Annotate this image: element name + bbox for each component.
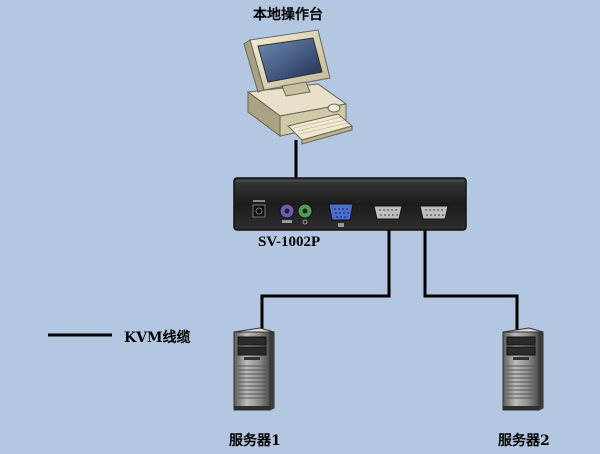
cpu-port-1-icon xyxy=(373,205,403,220)
server-1-tower-icon xyxy=(233,327,275,411)
server-1-label: 服务器1 xyxy=(229,433,281,449)
cpu-port-2-icon xyxy=(419,205,449,220)
dc-power-port-icon xyxy=(252,200,266,218)
cable-kvm-to-server1 xyxy=(260,230,391,332)
cable-kvm-to-server2 xyxy=(423,230,519,332)
kvm-device-model-label: SV-1002P xyxy=(258,234,321,250)
kvm-switch-device xyxy=(233,177,467,231)
ps2-mouse-port-icon xyxy=(297,203,313,225)
server-2-tower-icon xyxy=(502,327,544,411)
local-console-label: 本地操作台 xyxy=(253,7,323,23)
server-2-label: 服务器2 xyxy=(498,433,550,449)
cable-lines xyxy=(48,140,519,337)
vga-console-port-icon xyxy=(328,203,354,227)
legend-kvm-cable-label: KVM线缆 xyxy=(124,330,191,346)
ps2-keyboard-port-icon xyxy=(279,203,295,223)
local-console-computer-icon xyxy=(243,29,354,145)
